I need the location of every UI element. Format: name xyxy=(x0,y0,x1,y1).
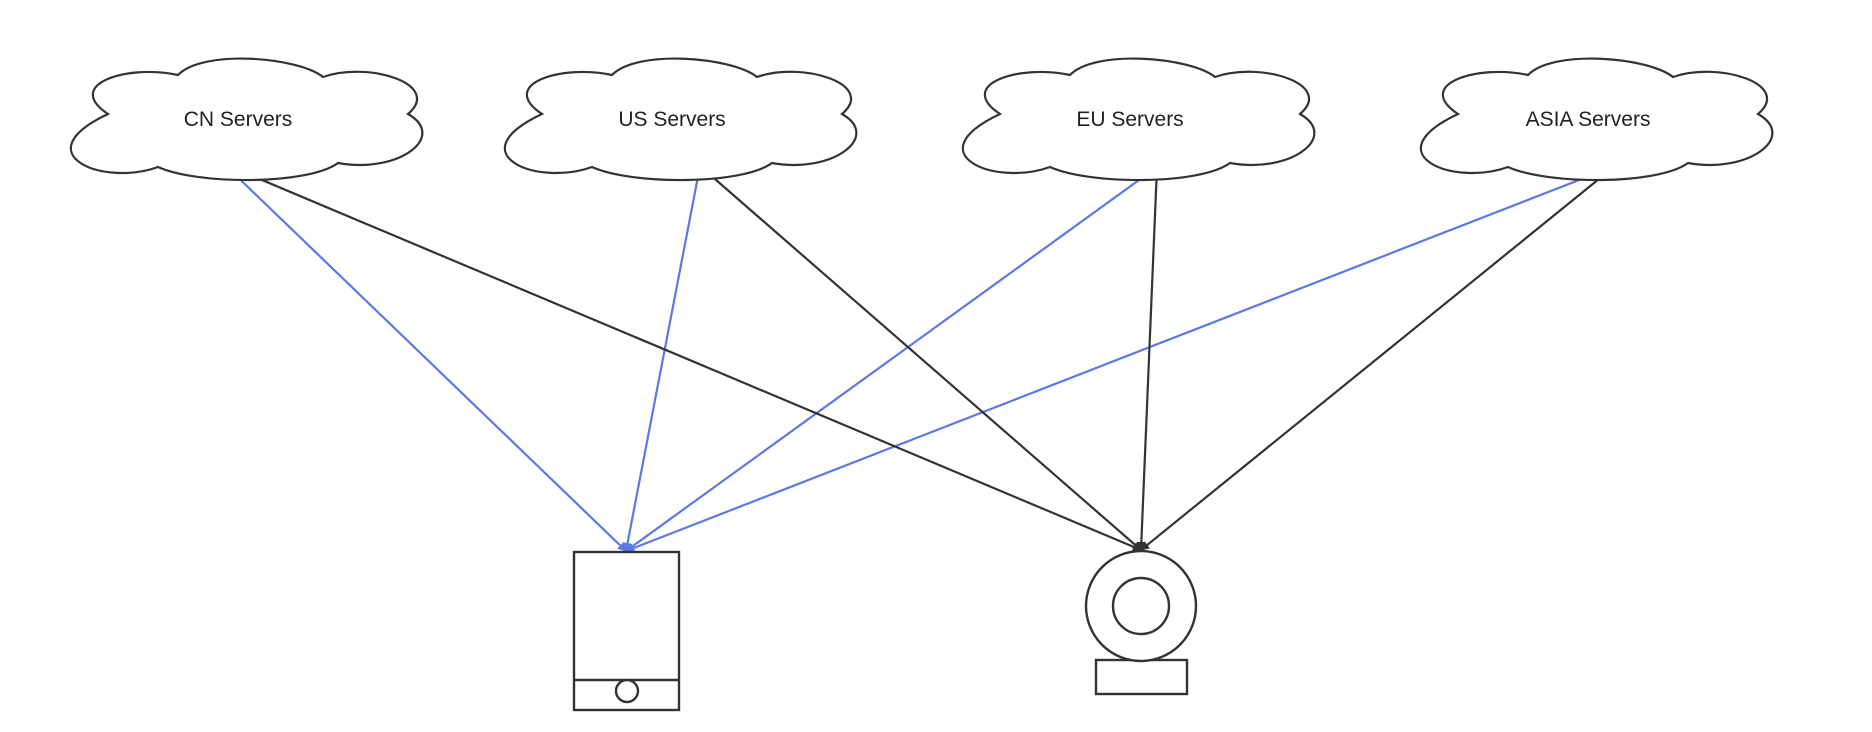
edges-layer xyxy=(223,162,1616,553)
cloud-label: EU Servers xyxy=(1076,108,1183,131)
cloud-label: ASIA Servers xyxy=(1526,108,1651,131)
cloud-icon xyxy=(1419,57,1774,182)
cloud-asia-servers[interactable]: ASIA Servers xyxy=(1419,57,1774,182)
edge-asia-camera[interactable] xyxy=(1140,165,1616,551)
mobile-home-button-icon xyxy=(614,678,640,704)
webcam-lens-icon xyxy=(1111,576,1171,636)
mobile-phone-device[interactable] xyxy=(572,550,681,712)
cloud-icon xyxy=(503,57,858,182)
edge-eu-camera[interactable] xyxy=(1136,166,1162,551)
cloud-cn-servers[interactable]: CN Servers xyxy=(69,57,424,182)
cloud-label: CN Servers xyxy=(184,108,293,131)
edge-cn-mobile[interactable] xyxy=(223,163,627,552)
cloud-us-servers[interactable]: US Servers xyxy=(503,57,858,182)
edge-us-camera[interactable] xyxy=(699,165,1142,551)
edge-cn-camera[interactable] xyxy=(223,162,1142,552)
edge-us-mobile[interactable] xyxy=(623,165,703,552)
webcam-stand-icon xyxy=(1094,658,1189,696)
cloud-label: US Servers xyxy=(618,108,725,131)
webcam-device[interactable] xyxy=(1084,549,1198,696)
cloud-eu-servers[interactable]: EU Servers xyxy=(961,57,1316,182)
cloud-icon xyxy=(961,57,1316,182)
edge-asia-mobile[interactable] xyxy=(625,164,1616,553)
cloud-icon xyxy=(69,57,424,182)
